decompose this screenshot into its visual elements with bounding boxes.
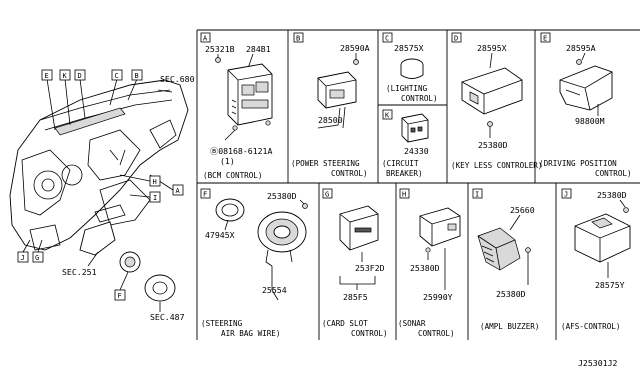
svg-text:E: E: [45, 72, 49, 80]
svg-text:(1): (1): [220, 156, 235, 166]
svg-text:(DRIVING POSITION: (DRIVING POSITION: [539, 159, 617, 168]
svg-text:(POWER STEERING: (POWER STEERING: [291, 159, 360, 168]
callout-d: D: [74, 69, 86, 81]
svg-text:(KEY LESS CONTROLER): (KEY LESS CONTROLER): [451, 161, 542, 170]
svg-text:E: E: [543, 35, 547, 43]
svg-text:CONTROL): CONTROL): [351, 329, 388, 338]
panel-c-lighting-control: C 28575X (LIGHTING CONTROL): [382, 32, 438, 103]
svg-text:G: G: [35, 254, 39, 262]
svg-text:H: H: [402, 191, 406, 199]
svg-text:C: C: [385, 35, 389, 43]
svg-text:CONTROL): CONTROL): [418, 329, 455, 338]
svg-text:J: J: [564, 191, 568, 199]
svg-text:253F2D: 253F2D: [355, 263, 385, 273]
panel-g-card-slot-control: G 253F2D 285F5 (CARD SLOT CONTROL): [322, 188, 388, 338]
svg-text:28590A: 28590A: [340, 43, 370, 53]
svg-text:98800M: 98800M: [575, 116, 605, 126]
sec-251-label: SEC.251: [62, 267, 97, 277]
svg-text:D: D: [78, 72, 82, 80]
svg-text:285F5: 285F5: [343, 292, 368, 302]
callout-h: H: [149, 175, 161, 187]
svg-text:I: I: [153, 194, 157, 202]
svg-text:28500: 28500: [318, 115, 343, 125]
svg-text:F: F: [203, 191, 207, 199]
svg-text:H: H: [153, 178, 157, 186]
panel-grid: [196, 29, 640, 340]
svg-text:25380D: 25380D: [496, 289, 526, 299]
sec-487-label: SEC.487: [150, 312, 185, 322]
svg-text:BREAKER): BREAKER): [386, 169, 423, 178]
svg-text:47945X: 47945X: [205, 230, 235, 240]
svg-text:(BCM CONTROL): (BCM CONTROL): [203, 171, 262, 180]
svg-text:J: J: [21, 254, 25, 262]
callout-k: K: [59, 69, 71, 81]
callout-j: J: [17, 251, 29, 263]
svg-text:A: A: [176, 187, 181, 195]
svg-text:24330: 24330: [404, 146, 429, 156]
panel-d-keyless-controller: D 28595X 25380D (KEY LESS CONTROLER): [451, 32, 542, 170]
callout-i: I: [149, 191, 161, 203]
diagram-id: J25301J2: [578, 358, 618, 368]
svg-text:28595A: 28595A: [566, 43, 596, 53]
svg-text:B: B: [135, 72, 139, 80]
svg-text:25380D: 25380D: [267, 191, 297, 201]
svg-text:(AMPL BUZZER): (AMPL BUZZER): [480, 322, 539, 331]
panel-j-afs-control: J 25380D 28575Y (AFS-CONTROL): [561, 188, 631, 331]
panel-a-bcm-control: A 25321B 284B1 Ⓑ08168-6121A (1) (BCM CON…: [200, 32, 272, 180]
svg-text:28595X: 28595X: [477, 43, 507, 53]
svg-text:B: B: [296, 35, 300, 43]
svg-text:28575Y: 28575Y: [595, 280, 625, 290]
svg-text:25554: 25554: [262, 285, 287, 295]
svg-text:(CARD SLOT: (CARD SLOT: [322, 319, 368, 328]
svg-text:Ⓑ08168-6121A: Ⓑ08168-6121A: [210, 146, 272, 156]
svg-text:(STEERING: (STEERING: [201, 319, 243, 328]
svg-text:(SONAR: (SONAR: [398, 319, 426, 328]
svg-text:(AFS-CONTROL): (AFS-CONTROL): [561, 322, 620, 331]
panel-e-driving-position: E 28595A 98800M (DRIVING POSITION CONTRO…: [539, 32, 632, 178]
callout-e: E: [41, 69, 53, 81]
panel-b-power-steering: B 28590A 28500 (POWER STEERING CONTROL): [291, 32, 370, 178]
svg-text:K: K: [385, 112, 390, 120]
sec-680-label: SEC.680: [160, 74, 195, 84]
panel-i-ampl-buzzer: I 25660 25380D (AMPL BUZZER): [472, 188, 539, 331]
svg-text:(LIGHTING: (LIGHTING: [386, 84, 428, 93]
svg-text:284B1: 284B1: [246, 44, 271, 54]
svg-text:25660: 25660: [510, 205, 535, 215]
svg-text:25380D: 25380D: [410, 263, 440, 273]
svg-text:I: I: [475, 191, 479, 199]
svg-text:(CIRCUIT: (CIRCUIT: [382, 159, 419, 168]
svg-text:CONTROL): CONTROL): [331, 169, 368, 178]
svg-text:28575X: 28575X: [394, 43, 424, 53]
panel-h-sonar-control: H 25380D 25990Y (SONAR CONTROL): [398, 188, 461, 338]
svg-text:25990Y: 25990Y: [423, 292, 453, 302]
svg-text:F: F: [118, 292, 122, 300]
callout-c: C: [111, 69, 123, 81]
svg-text:C: C: [115, 72, 119, 80]
svg-text:25380D: 25380D: [478, 140, 508, 150]
callout-a: A: [172, 184, 184, 196]
callout-g: G: [32, 251, 44, 263]
svg-text:25321B: 25321B: [205, 44, 235, 54]
svg-text:25380D: 25380D: [597, 190, 627, 200]
svg-text:K: K: [63, 72, 68, 80]
callout-f: F: [114, 289, 126, 301]
svg-text:A: A: [203, 35, 208, 43]
panel-k-circuit-breaker: K 24330 (CIRCUIT BREAKER): [382, 109, 429, 178]
svg-text:AIR BAG WIRE): AIR BAG WIRE): [221, 329, 280, 338]
panel-f-steering-air-bag-wire: F 25380D 47945X 25554 (STEERING AIR BAG …: [200, 188, 308, 338]
svg-text:D: D: [454, 35, 458, 43]
dashboard-overview: E K D C B H I A J G F SEC.680 SEC.251 SE…: [9, 69, 195, 322]
svg-text:G: G: [325, 191, 329, 199]
svg-text:CONTROL): CONTROL): [595, 169, 632, 178]
callout-b: B: [131, 69, 143, 81]
svg-text:CONTROL): CONTROL): [401, 94, 438, 103]
